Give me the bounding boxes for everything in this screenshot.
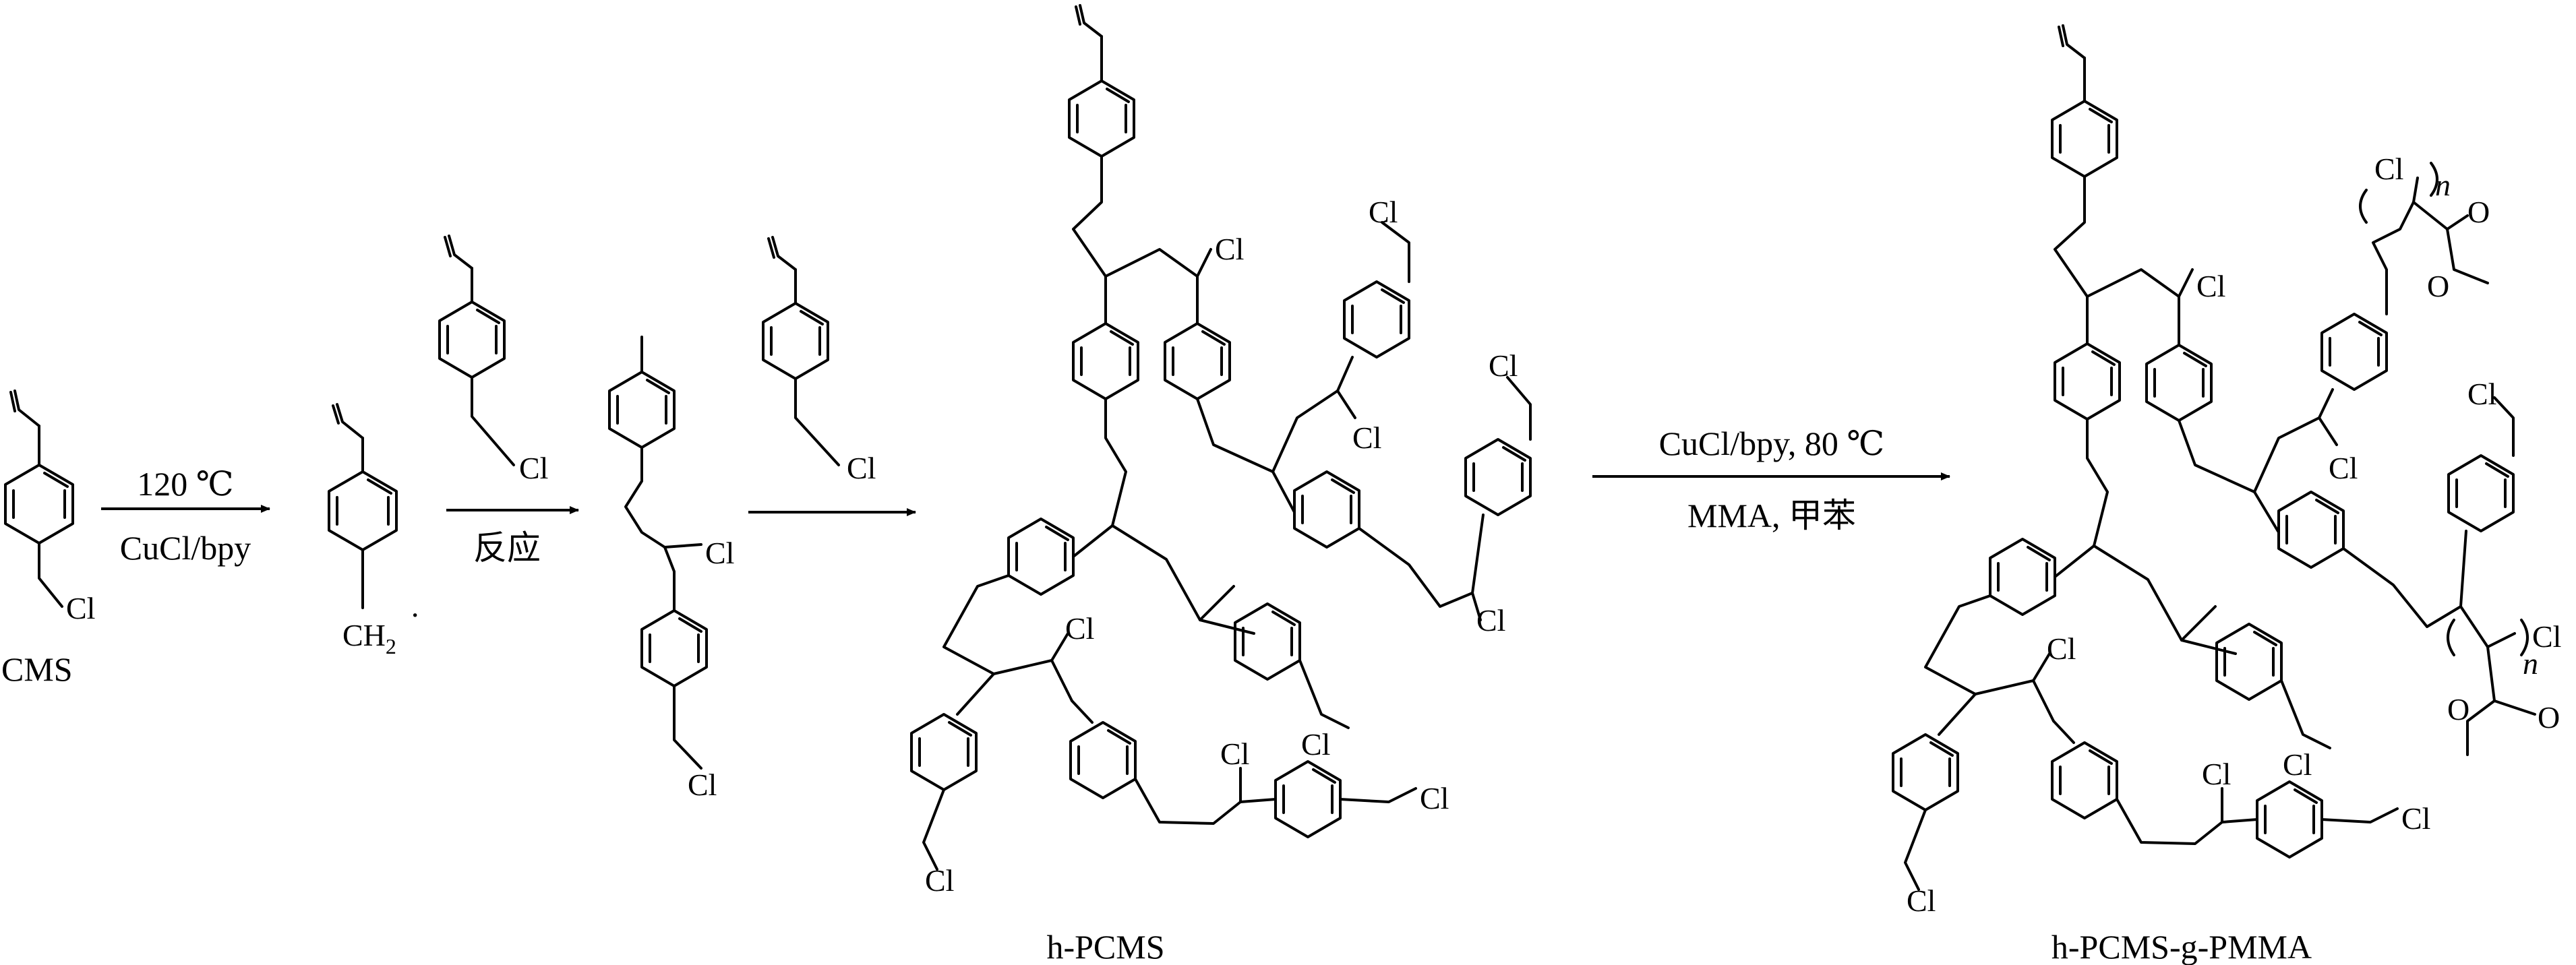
graft-o-4: O bbox=[2447, 692, 2469, 726]
hpcms-cl-h: Cl bbox=[925, 863, 954, 898]
hpcms-cl-i: Cl bbox=[1220, 737, 1249, 771]
hpcms-cl-j: Cl bbox=[1420, 781, 1449, 815]
step3-cms-cl: Cl bbox=[847, 451, 876, 485]
hpcms-cl-b: Cl bbox=[1352, 421, 1381, 455]
step2-reagent-cms: Cl bbox=[438, 235, 548, 485]
hpcms-cl-d: Cl bbox=[1476, 603, 1505, 637]
cms-name: CMS bbox=[1, 650, 73, 688]
dimer-intermediate: Cl Cl bbox=[608, 336, 734, 802]
graft-cl-b: Cl bbox=[2329, 451, 2358, 485]
radical-intermediate: CH2 · bbox=[328, 403, 420, 658]
cms-cl-label: Cl bbox=[66, 591, 95, 625]
graft-cl-h: Cl bbox=[1907, 883, 1936, 918]
graft-o-1: O bbox=[2467, 195, 2490, 229]
graft-cl-e: Cl bbox=[2532, 619, 2561, 654]
cms-benzene-ring bbox=[4, 464, 74, 544]
graft-name: h-PCMS-g-PMMA bbox=[2051, 928, 2312, 965]
graft-o-3: O bbox=[2538, 700, 2560, 735]
graft-cl-f: Cl bbox=[2283, 747, 2312, 782]
graft-cl-a: Cl bbox=[2196, 269, 2225, 303]
h-pcms-structure: Cl Cl Cl Cl bbox=[910, 4, 1532, 965]
step3-reagent-cms: Cl bbox=[762, 236, 876, 485]
hpcms-cl-e: Cl bbox=[1489, 348, 1518, 383]
step4-catalyst: CuCl/bpy, 80 ℃ bbox=[1659, 425, 1885, 462]
hpcms-cl-a: Cl bbox=[1215, 232, 1244, 266]
radical-ch2-label: CH2 bbox=[342, 618, 396, 658]
step2-cms-cl: Cl bbox=[519, 451, 548, 485]
step4-solvent: MMA, 甲苯 bbox=[1687, 497, 1856, 534]
hpcms-cl-g: Cl bbox=[1065, 611, 1094, 646]
graft-n-1: n bbox=[2435, 168, 2451, 202]
hpcms-cl-c: Cl bbox=[1369, 195, 1398, 229]
step1-catalyst: CuCl/bpy bbox=[120, 529, 251, 567]
radical-benzene-ring bbox=[328, 470, 398, 551]
step1-temperature: 120 ℃ bbox=[137, 465, 233, 503]
graft-structure: Cl Cl Cl n O O bbox=[1892, 24, 2561, 965]
cms-vinyl bbox=[9, 390, 40, 427]
graft-o-2: O bbox=[2427, 269, 2449, 303]
cms-structure: Cl CMS bbox=[1, 390, 95, 688]
cms-ch2cl-bond bbox=[38, 542, 63, 608]
hpcms-name: h-PCMS bbox=[1046, 928, 1164, 965]
hpcms-cl-f: Cl bbox=[1301, 727, 1330, 761]
dimer-cl-2: Cl bbox=[688, 768, 717, 802]
graft-cl-i: Cl bbox=[2202, 757, 2231, 791]
graft-cl-g: Cl bbox=[2047, 631, 2076, 666]
radical-dot: · bbox=[410, 598, 420, 632]
dimer-cl-1: Cl bbox=[705, 536, 734, 570]
step2-label: 反应 bbox=[473, 529, 541, 567]
graft-cl-c: Cl bbox=[2374, 152, 2403, 186]
graft-cl-j: Cl bbox=[2401, 801, 2430, 836]
graft-n-2: n bbox=[2523, 646, 2538, 681]
graft-cl-d: Cl bbox=[2467, 377, 2496, 411]
